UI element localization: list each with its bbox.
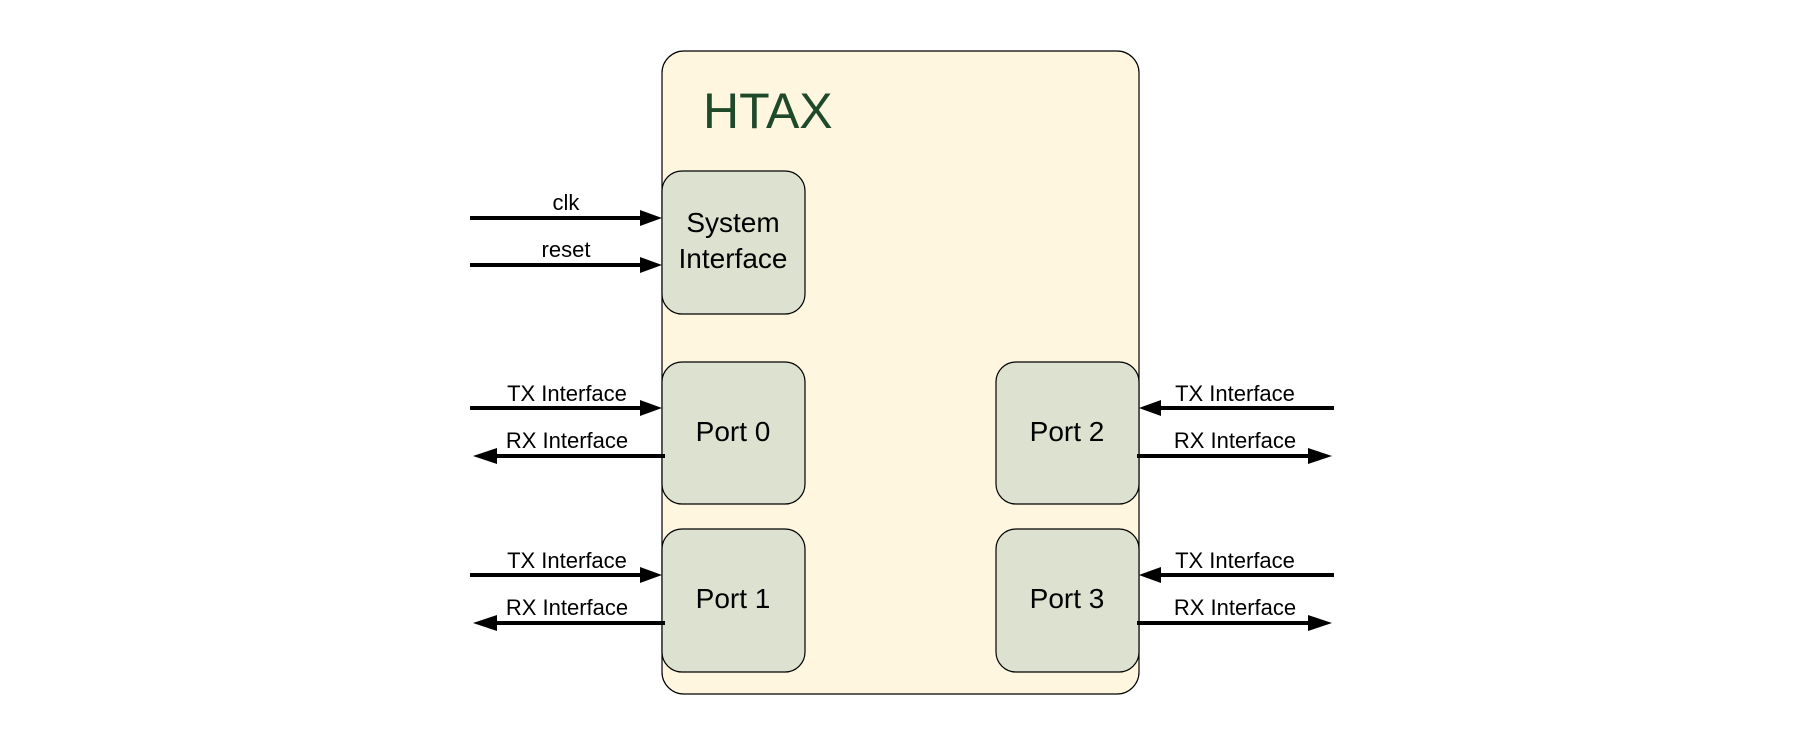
system-interface-block [661, 170, 806, 315]
port-0-block [661, 361, 806, 505]
htax-title: HTAX [703, 83, 833, 139]
port-0-tx-arrowhead [640, 400, 662, 416]
port-2-label: Port 2 [1030, 416, 1105, 447]
reset-label: reset [542, 237, 591, 262]
port-1-block [661, 528, 806, 673]
system-interface-label-line2: Interface [679, 243, 788, 274]
port-2-block [995, 361, 1140, 505]
port-1-rx-label: RX Interface [506, 595, 628, 620]
port-0-tx-label: TX Interface [507, 381, 627, 406]
port-3-rx-label: RX Interface [1174, 595, 1296, 620]
port-0-label: Port 0 [696, 416, 771, 447]
port-1-label: Port 1 [696, 583, 771, 614]
port-3-tx-arrowhead [1139, 567, 1161, 583]
port-0-rx-label: RX Interface [506, 428, 628, 453]
port-1-tx-label: TX Interface [507, 548, 627, 573]
port-3-tx-label: TX Interface [1175, 548, 1295, 573]
port-1-tx-arrowhead [640, 567, 662, 583]
reset-arrowhead [640, 257, 662, 273]
clk-label: clk [553, 190, 581, 215]
port-2-rx-arrowhead [1308, 448, 1332, 464]
clk-arrowhead [640, 210, 662, 226]
system-interface-label-line1: System [686, 207, 779, 238]
port-3-block [995, 528, 1140, 673]
port-2-tx-label: TX Interface [1175, 381, 1295, 406]
port-0-rx-arrowhead [473, 448, 497, 464]
port-2-tx-arrowhead [1139, 400, 1161, 416]
port-3-rx-arrowhead [1308, 615, 1332, 631]
port-1-rx-arrowhead [473, 615, 497, 631]
port-3-label: Port 3 [1030, 583, 1105, 614]
port-2-rx-label: RX Interface [1174, 428, 1296, 453]
